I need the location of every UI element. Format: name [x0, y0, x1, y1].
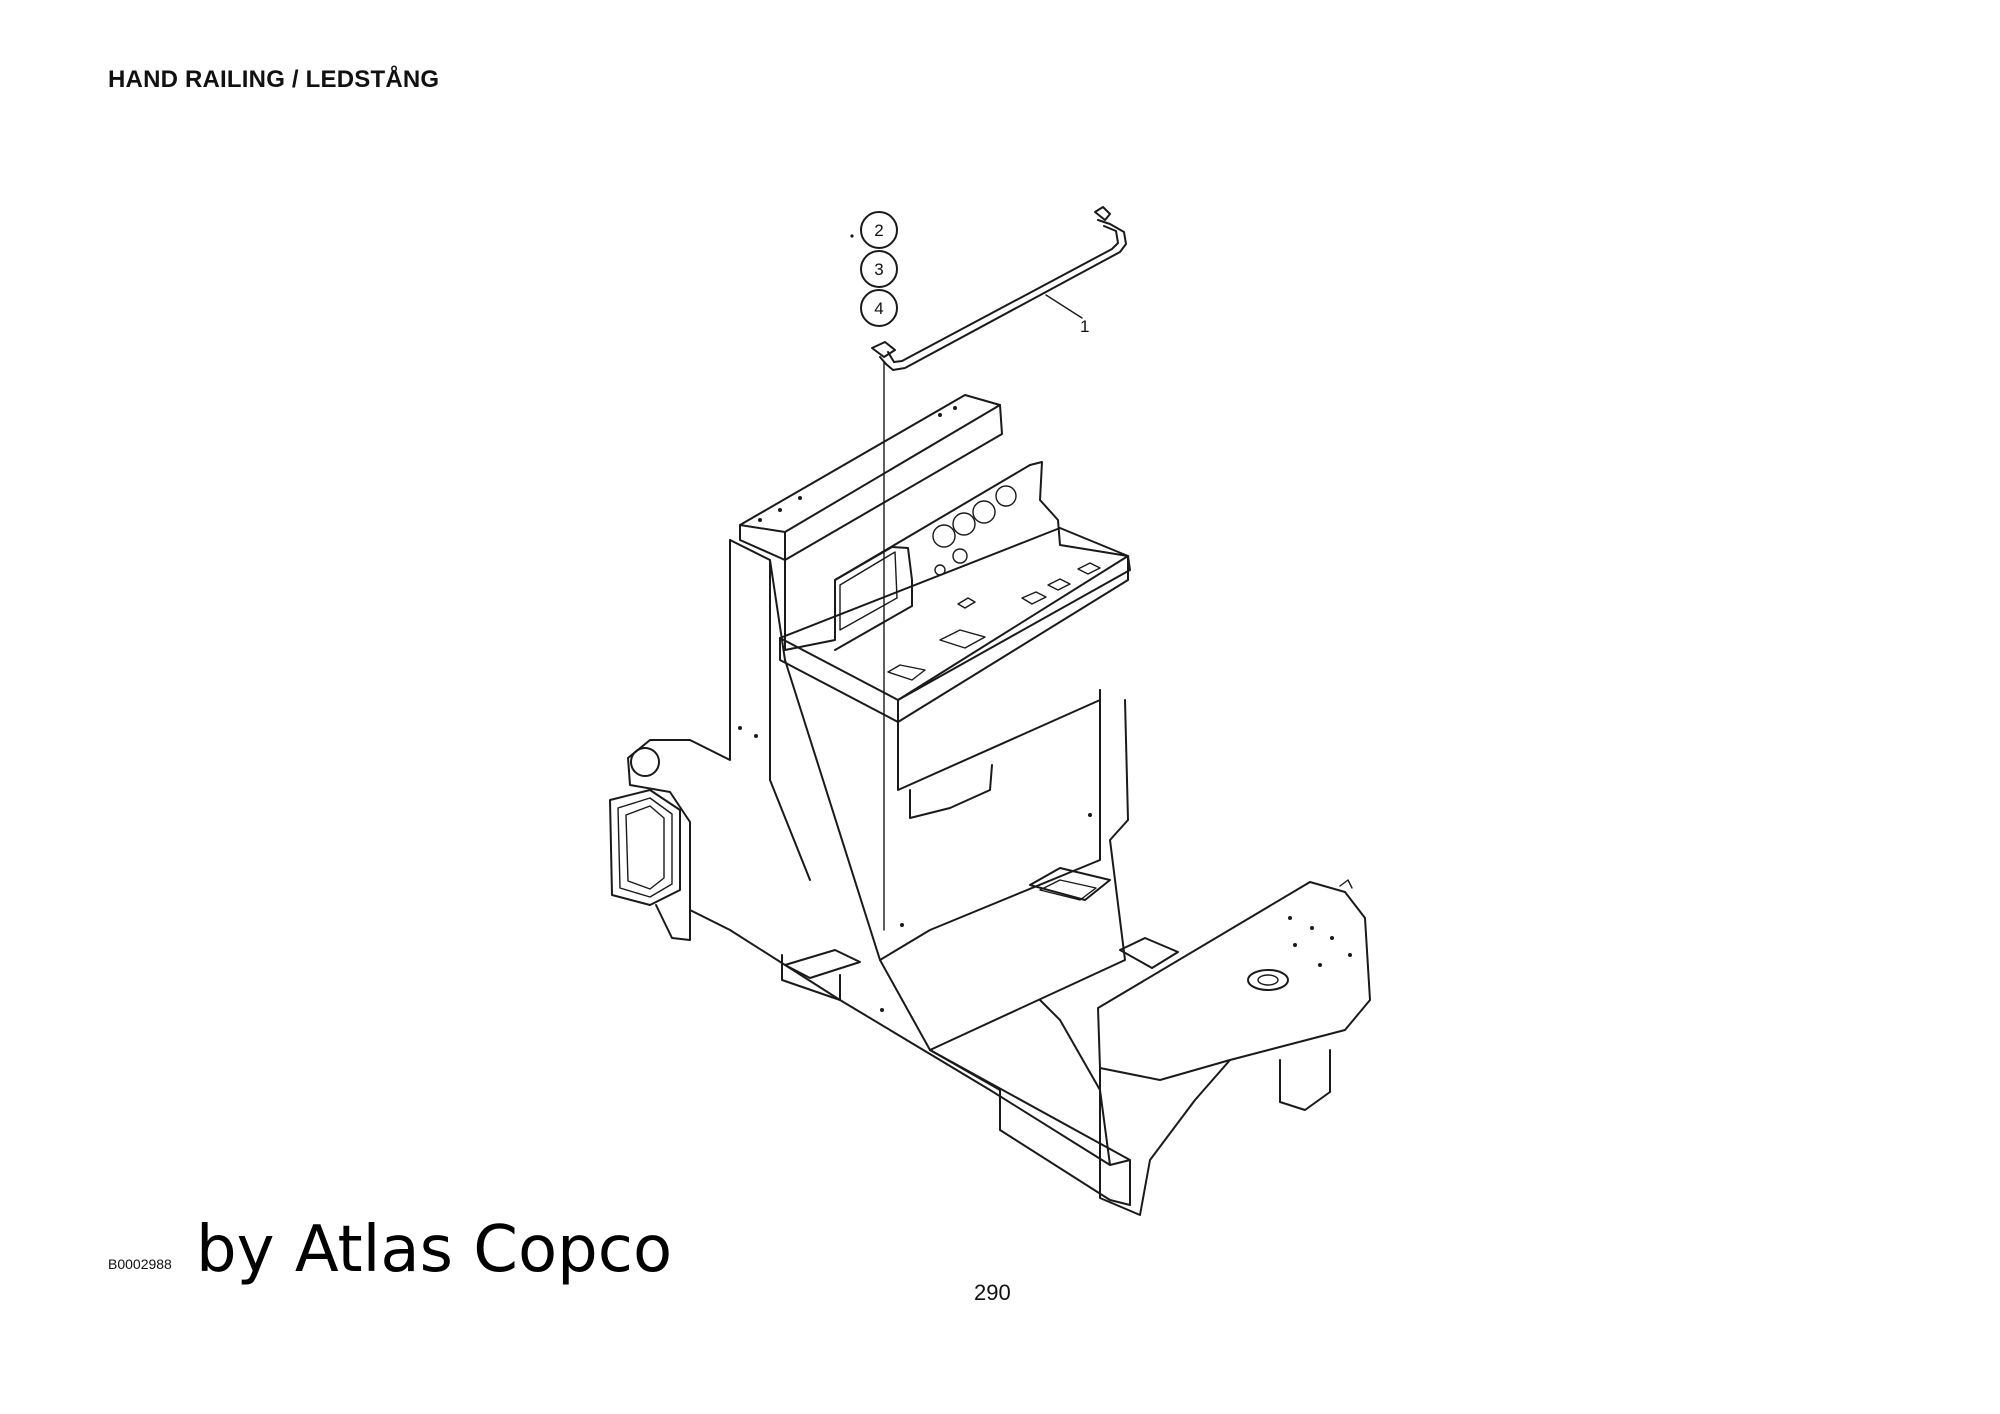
page-number: 290 [974, 1280, 1011, 1305]
machine-frame [609, 394, 1371, 1216]
callout-4: 4 [860, 289, 898, 327]
hand-railing-part [871, 206, 1127, 371]
drawing-number: B0002988 [108, 1256, 172, 1272]
svg-text:4: 4 [874, 299, 883, 318]
svg-text:3: 3 [874, 260, 883, 279]
svg-text:2: 2 [874, 221, 883, 240]
callout-3: 3 [860, 250, 898, 288]
callout-2: 2 [860, 211, 898, 249]
part-number-label: 1 [1080, 317, 1089, 336]
page-title: HAND RAILING / LEDSTÅNG [108, 66, 440, 93]
watermark-text: by Atlas Copco [196, 1213, 673, 1287]
